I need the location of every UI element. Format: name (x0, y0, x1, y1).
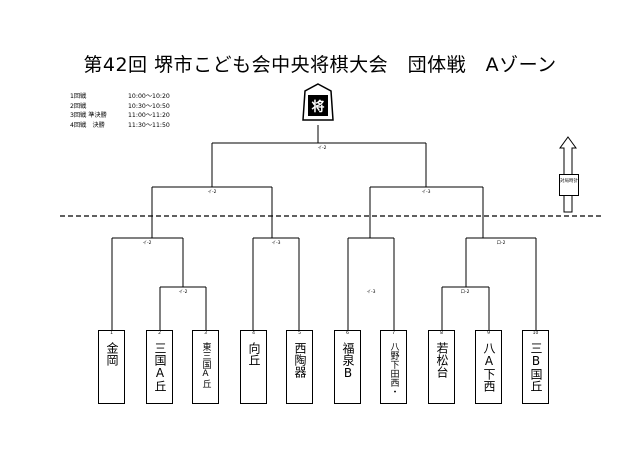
team-number: 6 (346, 331, 349, 336)
team-name: 三B国丘 (522, 342, 549, 402)
team-number: 8 (440, 331, 443, 336)
team-number: 4 (252, 331, 255, 336)
team-name-text: 向丘 (247, 342, 261, 366)
schedule-label: 1回戦 (70, 93, 87, 100)
bracket-line-r1-23 (159, 286, 207, 330)
team-name-text: 東三国A丘 (200, 342, 211, 388)
team-box-2 (146, 330, 173, 404)
bracket-line-final (211, 125, 427, 187)
bracket-line-qf-1 (111, 237, 184, 330)
team-number: 3 (204, 331, 207, 336)
bracket-line-semi-right (369, 186, 484, 238)
team-box-8 (428, 330, 455, 404)
team-name-text: 福泉B (341, 342, 355, 380)
score-qf-2: イ-3 (270, 240, 282, 246)
schedule-label: 2回戦 (70, 102, 87, 110)
schedule-time: 10:30～10:50 (128, 102, 170, 110)
bracket-line-qf-2 (252, 237, 300, 330)
team-number: 7 (392, 331, 395, 336)
score-qf-3: イ-3 (365, 289, 377, 295)
team-name-text: 若松台 (435, 342, 449, 378)
team-number: 5 (298, 331, 301, 336)
shogi-king-piece-icon: 将 (302, 83, 334, 121)
schedule-list: 1回戦 10:00～10:20 2回戦 10:30～10:50 3回戦 準決勝 11:… (70, 92, 170, 130)
schedule-time: 10:00～10:20 (128, 93, 170, 100)
schedule-label: 4回戦 決勝 (70, 121, 105, 129)
team-box-4 (240, 330, 267, 404)
schedule-row: 4回戦 決勝 11:30～11:50 (70, 121, 170, 131)
team-name: 三国A丘 (146, 342, 173, 402)
schedule-row: 1回戦 10:00～10:20 (70, 92, 170, 102)
page-title: 第42回 堺市こども会中央将棋大会 団体戦 Aゾーン (83, 54, 557, 76)
score-final: イ-2 (316, 145, 328, 151)
team-name-text: 八野下田西・ (388, 342, 399, 396)
team-name-text: 西陶器 (293, 342, 307, 378)
team-name: 福泉B (334, 342, 361, 402)
team-box-6 (334, 330, 361, 404)
team-name: 向丘 (240, 342, 267, 402)
team-name: 八野下田西・ (380, 342, 407, 402)
team-name: 金岡 (98, 342, 125, 402)
team-box-3 (192, 330, 219, 404)
score-r1-89: ロ-2 (459, 289, 471, 295)
team-box-1 (98, 330, 125, 404)
team-name: 西陶器 (286, 342, 313, 402)
team-name: 東三国A丘 (192, 342, 219, 402)
team-number: 10 (532, 331, 539, 336)
team-name-text: 三B国丘 (529, 342, 543, 392)
clock-label: 対局時計 (559, 174, 579, 196)
schedule-time: 11:30～11:50 (128, 121, 170, 129)
svg-text:将: 将 (311, 99, 324, 115)
team-number: 9 (487, 331, 490, 336)
schedule-row: 3回戦 準決勝 11:00～11:20 (70, 111, 170, 121)
score-qf-1: イ-2 (141, 240, 153, 246)
team-name: 八A下西 (475, 342, 502, 402)
team-box-7 (380, 330, 407, 404)
team-number: 1 (110, 331, 113, 336)
bracket-line-r1-89 (441, 286, 490, 330)
team-name-text: 金岡 (105, 342, 119, 366)
bracket-line-qf-3 (347, 237, 395, 330)
score-semi-right: イ-3 (420, 189, 432, 195)
team-name-text: 三国A丘 (153, 342, 167, 392)
schedule-time: 11:00～11:20 (128, 112, 170, 120)
team-name: 若松台 (428, 342, 455, 402)
team-name-text: 八A下西 (482, 342, 496, 392)
schedule-row: 2回戦 10:30～10:50 (70, 102, 170, 112)
team-box-10 (522, 330, 549, 404)
team-box-9 (475, 330, 502, 404)
schedule-label: 3回戦 準決勝 (70, 112, 107, 120)
team-box-5 (286, 330, 313, 404)
team-number: 2 (158, 331, 161, 336)
bracket-line-semi-left (151, 186, 273, 238)
score-r1-23: イ-2 (177, 289, 189, 295)
score-qf-4: ロ-2 (495, 240, 507, 246)
score-semi-left: イ-2 (206, 189, 218, 195)
bracket-line-qf-4 (465, 237, 537, 330)
